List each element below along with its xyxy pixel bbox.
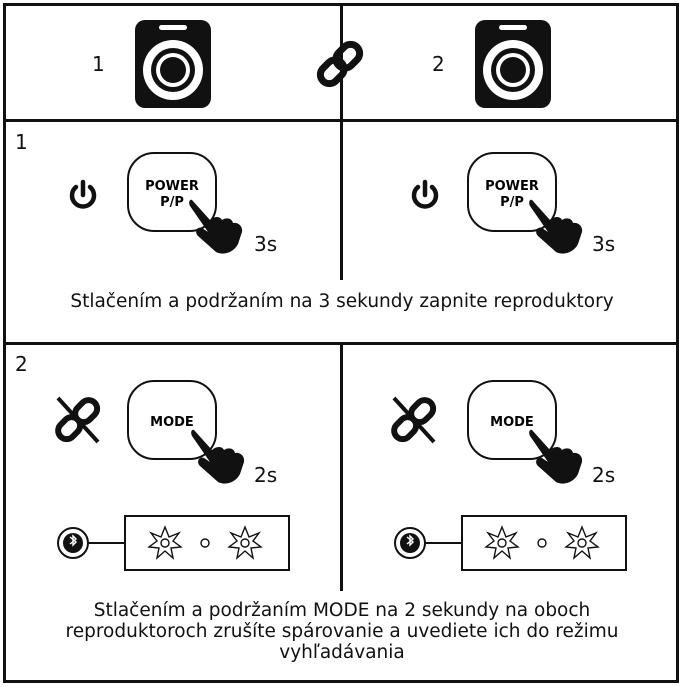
- unlink-icon: [391, 396, 437, 444]
- power-button-label-line2: P/P: [160, 195, 184, 210]
- power-button-label-line1: POWER: [145, 179, 199, 194]
- link-icon: [316, 40, 364, 88]
- led-indicator-panel-right: [394, 515, 627, 571]
- mode-button-label: MODE: [150, 415, 194, 430]
- power-icon: [69, 179, 97, 209]
- speaker-1-label: 1: [92, 52, 105, 76]
- led-indicator-panel-left: [57, 515, 290, 571]
- bluetooth-icon: [406, 534, 415, 547]
- mode-button-label: MODE: [490, 415, 534, 430]
- hand-press-icon: [191, 429, 245, 484]
- step-2-caption-line: reproduktoroch zrušíte spárovanie a uved…: [65, 621, 619, 642]
- hand-press-icon: [529, 429, 583, 484]
- speaker-icon: [475, 20, 551, 108]
- mode-button-illustration: MODE: [127, 380, 217, 460]
- step-2-number: 2: [15, 352, 28, 376]
- power-duration-left: 3s: [254, 232, 278, 256]
- bluetooth-icon: [69, 534, 78, 547]
- speaker-icon: [135, 20, 211, 108]
- led-flash-icon: [564, 525, 600, 560]
- step-2-caption-line: Stlačením a podržaním MODE na 2 sekundy …: [93, 600, 591, 621]
- power-icon: [411, 179, 439, 209]
- step-1-caption: Stlačením a podržaním na 3 sekundy zapni…: [70, 291, 614, 312]
- led-flash-icon: [227, 525, 263, 560]
- power-duration-right: 3s: [592, 232, 616, 256]
- divider-col-row3: [340, 345, 343, 591]
- step-2-caption: Stlačením a podržaním MODE na 2 sekundy …: [10, 600, 674, 663]
- hand-press-icon: [189, 199, 243, 254]
- power-button-label-line2: P/P: [500, 195, 524, 210]
- step-1-number: 1: [15, 130, 28, 154]
- speaker-2-label: 2: [432, 52, 445, 76]
- led-flash-icon: [484, 525, 520, 560]
- mode-duration-left: 2s: [254, 463, 278, 487]
- mode-duration-right: 2s: [592, 463, 616, 487]
- power-button-label-line1: POWER: [485, 179, 539, 194]
- hand-press-icon: [529, 199, 583, 254]
- step-2-caption-line: vyhľadávania: [279, 642, 405, 663]
- divider-col-row2: [340, 122, 343, 280]
- unlink-icon: [55, 396, 101, 444]
- led-flash-icon: [147, 525, 183, 560]
- divider-row2: [3, 342, 679, 345]
- divider-row1: [3, 119, 679, 122]
